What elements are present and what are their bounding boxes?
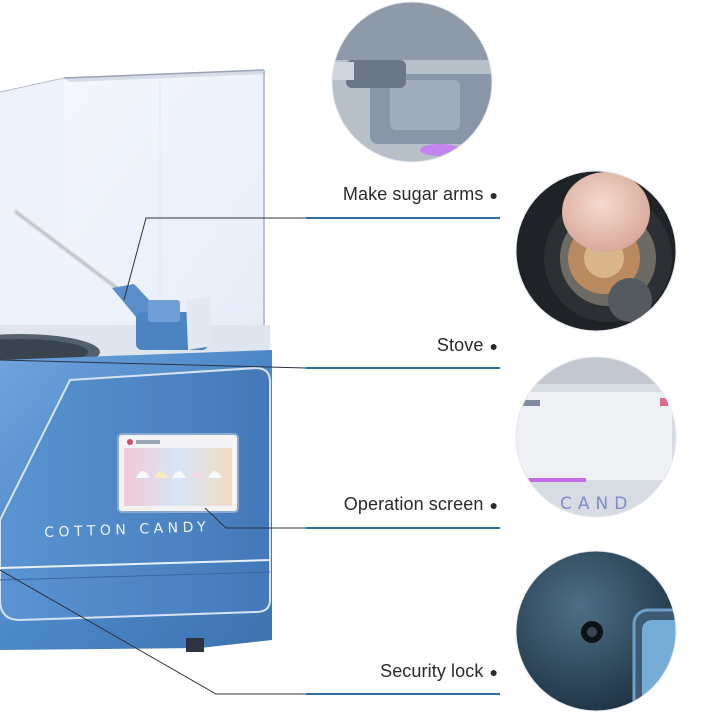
callout-label-text: Security lock (380, 661, 484, 681)
screen-partial-text: CAND (560, 494, 634, 514)
callout-security-lock: Security lock ● (380, 661, 498, 682)
callout-label-text: Make sugar arms (342, 184, 484, 204)
bullet-dot: ● (489, 664, 498, 681)
detail-stove (516, 171, 676, 331)
bullet-dot: ● (489, 187, 498, 204)
sugar-arm (13, 209, 212, 350)
callout-operation-screen: Operation screen ● (344, 494, 498, 515)
operation-screen (117, 433, 239, 513)
callout-make-sugar-arms: Make sugar arms ● (343, 184, 498, 205)
callout-label-text: Operation screen (343, 494, 484, 514)
callout-underline (306, 367, 500, 369)
glass-cover (0, 69, 266, 350)
callout-underline (306, 527, 500, 529)
detail-security-lock (516, 551, 676, 711)
callout-underline (306, 693, 500, 695)
callout-lines (0, 217, 307, 695)
callout-underline (306, 217, 500, 219)
callout-stove: Stove ● (437, 335, 498, 356)
bullet-dot: ● (489, 338, 498, 355)
bullet-dot: ● (489, 497, 498, 514)
callout-label-text: Stove (436, 335, 484, 355)
